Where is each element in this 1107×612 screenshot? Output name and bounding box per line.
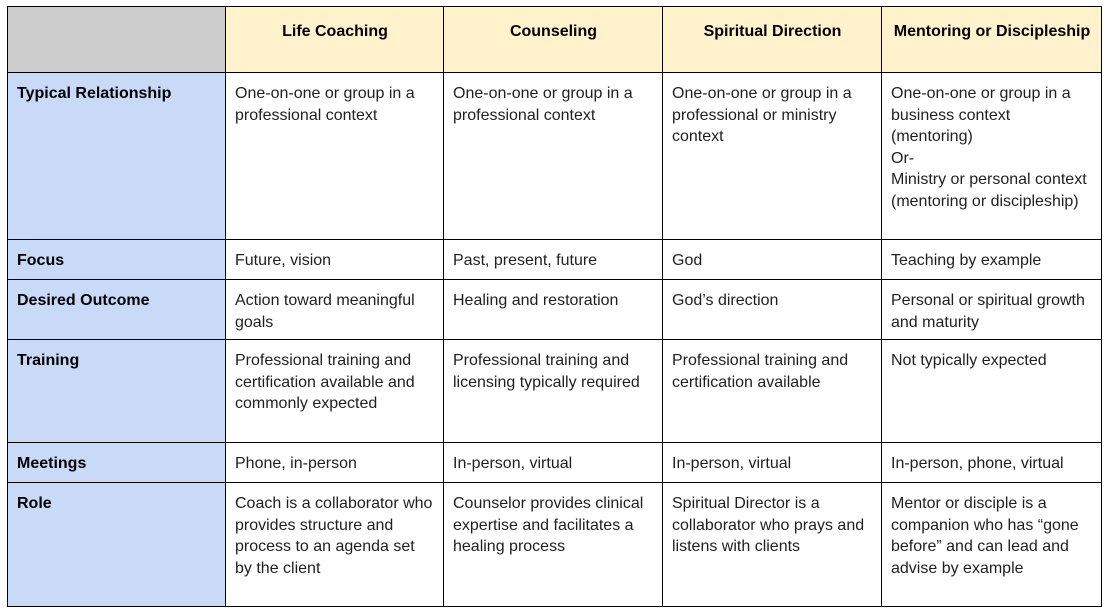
row-header-meetings: Meetings [7, 442, 226, 483]
table-row: Training Professional training and certi… [7, 339, 1102, 443]
table-cell: In-person, virtual [443, 442, 663, 483]
table-cell: Coach is a collaborator who provides str… [225, 482, 444, 607]
row-header-training: Training [7, 339, 226, 443]
table-cell: Professional training and licensing typi… [443, 339, 663, 443]
table-row: Meetings Phone, in-person In-person, vir… [7, 442, 1102, 483]
table-cell: Professional training and certification … [662, 339, 882, 443]
table-cell: Not typically expected [881, 339, 1102, 443]
table-row: Desired Outcome Action toward meaningful… [7, 279, 1102, 340]
table-cell: Past, present, future [443, 239, 663, 280]
table-body: Typical Relationship One-on-one or group… [7, 72, 1102, 607]
row-header-typical-relationship: Typical Relationship [7, 72, 226, 240]
row-header-focus: Focus [7, 239, 226, 280]
column-header-mentoring: Mentoring or Discipleship [881, 6, 1102, 73]
table-cell: Mentor or disciple is a companion who ha… [881, 482, 1102, 607]
table-cell: One-on-one or group in a professional or… [662, 72, 882, 240]
row-header-role: Role [7, 482, 226, 607]
row-header-desired-outcome: Desired Outcome [7, 279, 226, 340]
column-header-life-coaching: Life Coaching [225, 6, 444, 73]
comparison-table: Life Coaching Counseling Spiritual Direc… [7, 6, 1102, 607]
table-cell: God’s direction [662, 279, 882, 340]
table-cell: Professional training and certification … [225, 339, 444, 443]
table-cell: In-person, phone, virtual [881, 442, 1102, 483]
table-cell: Healing and restoration [443, 279, 663, 340]
table-row: Focus Future, vision Past, present, futu… [7, 239, 1102, 280]
column-header-spiritual-direction: Spiritual Direction [662, 6, 882, 73]
corner-cell [7, 6, 226, 73]
table-header: Life Coaching Counseling Spiritual Direc… [7, 6, 1102, 73]
table-cell: One-on-one or group in a professional co… [443, 72, 663, 240]
table-cell: One-on-one or group in a professional co… [225, 72, 444, 240]
table-cell: God [662, 239, 882, 280]
table-row: Typical Relationship One-on-one or group… [7, 72, 1102, 240]
table-cell: Action toward meaningful goals [225, 279, 444, 340]
table-cell: In-person, virtual [662, 442, 882, 483]
table-row: Role Coach is a collaborator who provide… [7, 482, 1102, 607]
table-cell: Counselor provides clinical expertise an… [443, 482, 663, 607]
table-cell: One-on-one or group in a business contex… [881, 72, 1102, 240]
table-cell: Future, vision [225, 239, 444, 280]
table-cell: Personal or spiritual growth and maturit… [881, 279, 1102, 340]
header-row: Life Coaching Counseling Spiritual Direc… [7, 6, 1102, 73]
table-cell: Teaching by example [881, 239, 1102, 280]
column-header-counseling: Counseling [443, 6, 663, 73]
table-cell: Phone, in-person [225, 442, 444, 483]
table-cell: Spiritual Director is a collaborator who… [662, 482, 882, 607]
